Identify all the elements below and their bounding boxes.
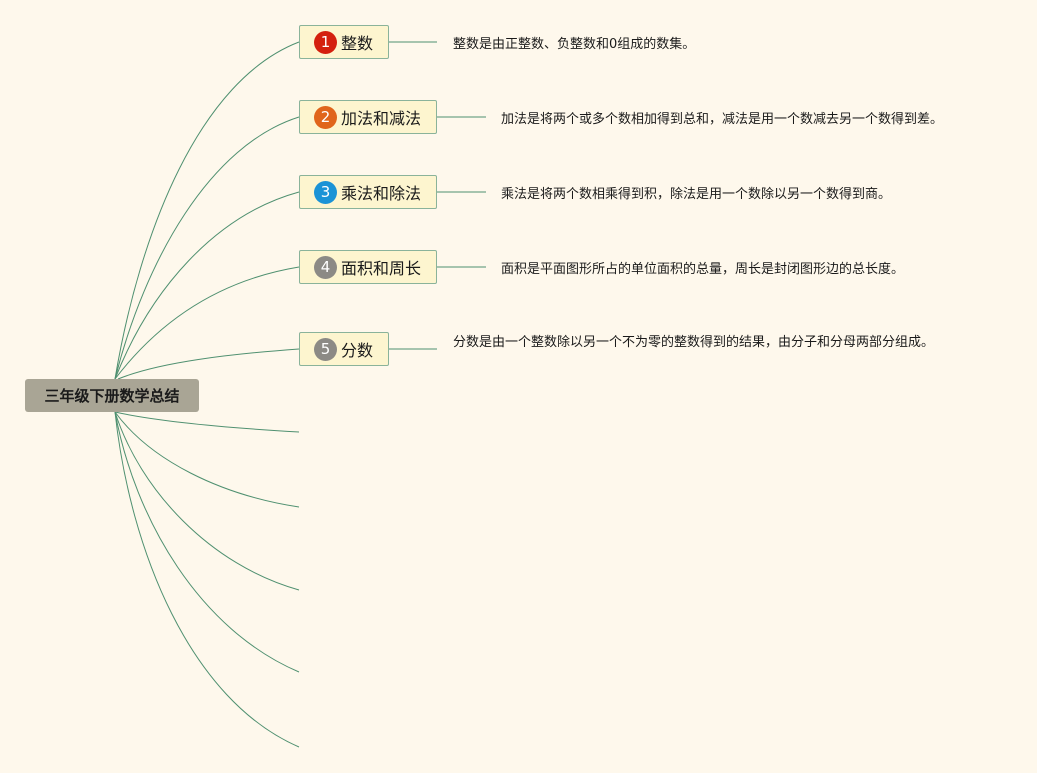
connector-empty-4 xyxy=(114,411,300,673)
topic-label: 乘法和除法 xyxy=(341,184,422,203)
topic-addition-subtraction[interactable]: 2 加法和减法 xyxy=(299,100,437,134)
number-badge-icon: 2 xyxy=(314,105,337,129)
connector-empty-1 xyxy=(114,411,300,433)
connector-empty-2 xyxy=(114,411,300,508)
topic-label: 整数 xyxy=(341,34,374,53)
root-topic-label: 三年级下册数学总结 xyxy=(44,387,180,405)
topic-description: 整数是由正整数、负整数和0组成的数集。 xyxy=(453,37,696,52)
connector-topic-3 xyxy=(114,191,300,380)
number-badge-icon: 1 xyxy=(314,30,337,54)
connector-topic-2 xyxy=(114,116,300,380)
connector-topic-5 xyxy=(117,348,300,380)
connector-empty-5 xyxy=(114,411,300,748)
topic-description: 乘法是将两个数相乘得到积，除法是用一个数除以另一个数得到商。 xyxy=(501,187,892,202)
topic-label: 加法和减法 xyxy=(341,109,422,128)
connector-topic-4 xyxy=(114,266,300,380)
topic-multiplication-division[interactable]: 3 乘法和除法 xyxy=(299,175,437,209)
root-topic[interactable]: 三年级下册数学总结 xyxy=(25,379,199,412)
number-badge-icon: 4 xyxy=(314,255,337,279)
topic-label: 面积和周长 xyxy=(341,259,422,278)
number-badge-icon: 3 xyxy=(314,180,337,204)
topic-label: 分数 xyxy=(341,341,374,360)
connector-topic-1 xyxy=(114,41,300,380)
topic-area-perimeter[interactable]: 4 面积和周长 xyxy=(299,250,437,284)
topic-integers[interactable]: 1 整数 xyxy=(299,25,389,59)
topic-description: 面积是平面图形所占的单位面积的总量，周长是封闭图形边的总长度。 xyxy=(501,262,905,277)
topic-description: 分数是由一个整数除以另一个不为零的整数得到的结果，由分子和分母两部分组成。 xyxy=(453,335,935,350)
connector-empty-3 xyxy=(114,411,300,591)
topic-fractions[interactable]: 5 分数 xyxy=(299,332,389,366)
topic-description: 加法是将两个或多个数相加得到总和，减法是用一个数减去另一个数得到差。 xyxy=(501,112,944,127)
number-badge-icon: 5 xyxy=(314,337,337,361)
